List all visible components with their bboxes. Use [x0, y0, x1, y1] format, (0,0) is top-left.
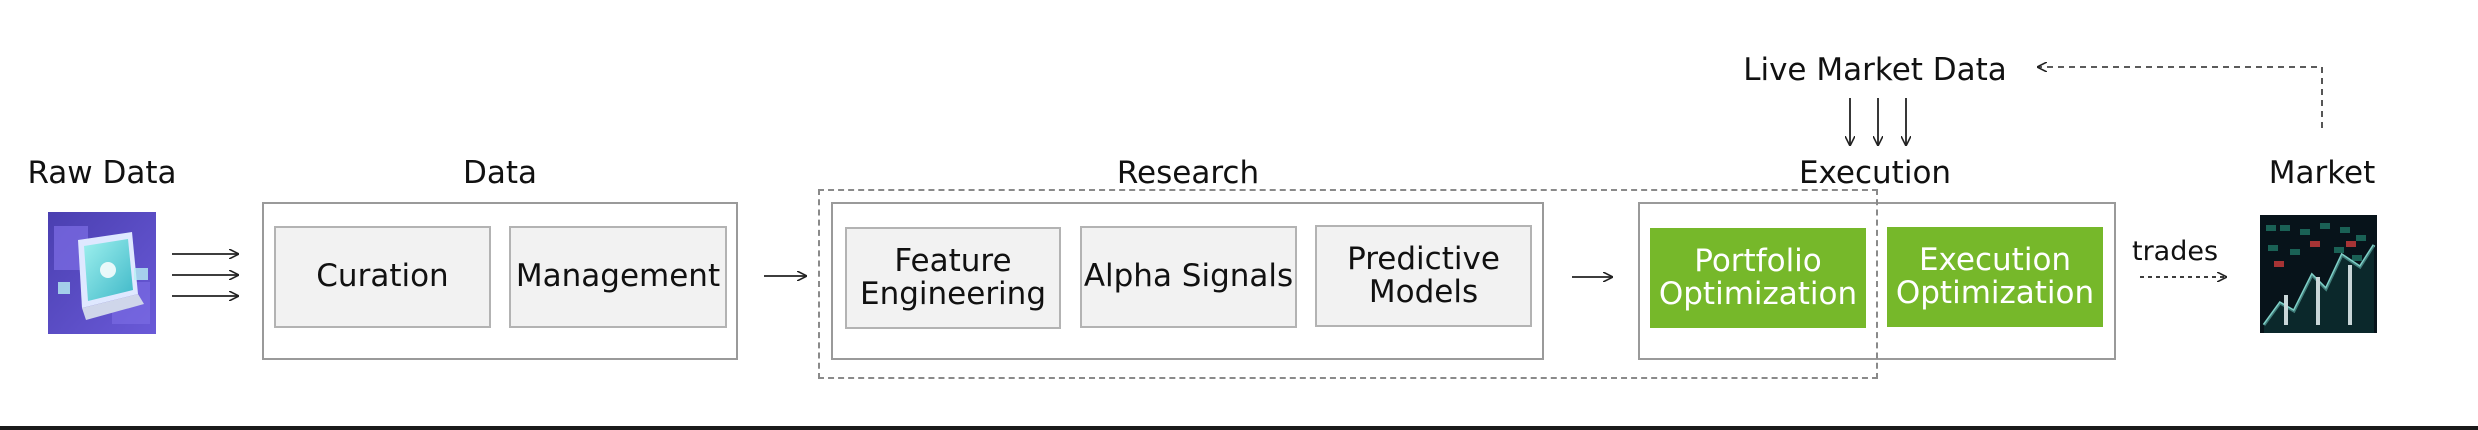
market-feedback-arrow [2038, 67, 2323, 128]
data-title: Data [462, 155, 538, 191]
bottom-rule [0, 426, 2478, 430]
research-dashed-boundary [818, 189, 1878, 379]
live-data-down-arrows [1850, 98, 1906, 145]
research-title: Research [1116, 155, 1260, 191]
alpha-signals-box: Alpha Signals [1080, 226, 1297, 328]
raw-data-laptop-icon [48, 212, 156, 334]
curation-box: Curation [274, 226, 491, 328]
execution-title: Execution [1798, 155, 1952, 191]
live-market-data-label: Live Market Data [1743, 52, 2007, 88]
raw-data-title: Raw Data [27, 155, 177, 191]
data-stage-frame [262, 202, 738, 360]
execution-optimization-box: Execution Optimization [1885, 225, 2105, 329]
predictive-models-box: Predictive Models [1315, 225, 1532, 327]
raw-to-data-arrows [172, 254, 238, 296]
market-chart-image [2260, 215, 2377, 333]
trades-label: trades [2132, 236, 2219, 267]
feature-engineering-box: Feature Engineering [845, 227, 1061, 329]
management-box: Management [509, 226, 727, 328]
market-title: Market [2268, 155, 2376, 191]
research-stage-frame [831, 202, 1544, 360]
portfolio-optimization-box: Portfolio Optimization [1648, 226, 1868, 330]
